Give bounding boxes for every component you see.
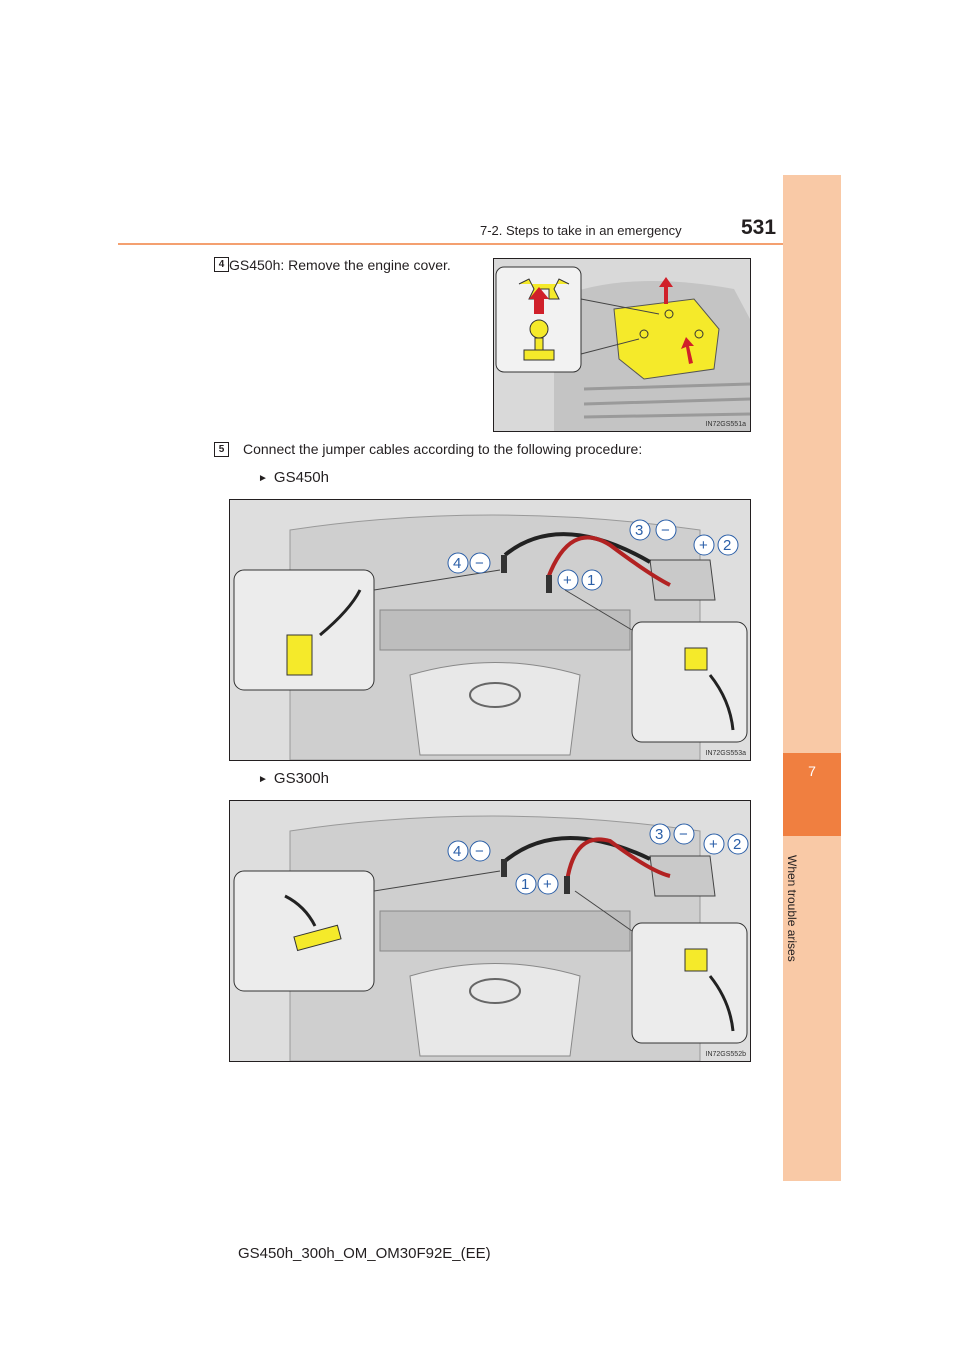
header-divider [118,243,783,245]
label-1: 1 [587,572,595,589]
plus-symbol-icon: + [699,537,708,554]
chapter-title: When trouble arises [785,855,799,985]
engine-cover-illustration [494,259,750,431]
step-number-5: 5 [214,442,229,457]
figure-code: IN72GS552b [705,1051,746,1058]
step-number-4: 4 [214,257,229,272]
gs300h-jumper-figure: 3 − + 2 4 − 1 + IN72GS552b [229,800,751,1062]
document-code: GS450h_300h_OM_OM30F92E_(EE) [238,1245,491,1262]
plus-symbol-icon: + [543,876,552,893]
minus-symbol-icon: − [475,843,484,860]
variant-gs300h-text: GS300h [273,770,329,787]
label-4: 4 [453,555,461,572]
label-4: 4 [453,843,461,860]
minus-symbol-icon: − [661,522,670,539]
label-2: 2 [723,537,731,554]
figure-code: IN72GS553a [705,750,746,757]
minus-symbol-icon: − [475,555,484,572]
bullet-arrow-icon: ► [258,774,268,785]
step-5-text: Connect the jumper cables according to t… [243,441,643,457]
engine-cover-figure: IN72GS551a [493,258,751,432]
chapter-title-text: When trouble arises [785,855,799,962]
gs450h-jumper-figure: 3 − + 2 4 − + 1 IN72GS553a [229,499,751,761]
section-title: 7-2. Steps to take in an emergency [480,223,682,238]
plus-symbol-icon: + [709,836,718,853]
plus-symbol-icon: + [563,572,572,589]
variant-gs450h-label: ► GS450h [258,469,329,486]
label-2: 2 [733,836,741,853]
chapter-number-box [783,753,841,836]
gs300h-jumper-illustration: 3 − + 2 4 − 1 + [230,801,750,1061]
variant-gs450h-text: GS450h [273,469,329,486]
label-3: 3 [635,522,643,539]
bullet-arrow-icon: ► [258,473,268,484]
figure-code: IN72GS551a [705,421,746,428]
chapter-side-tab [783,175,841,1181]
minus-symbol-icon: − [679,826,688,843]
label-3: 3 [655,826,663,843]
label-1: 1 [521,876,529,893]
page-number: 531 [741,216,777,239]
gs450h-jumper-illustration: 3 − + 2 4 − + 1 [230,500,750,760]
variant-gs300h-label: ► GS300h [258,770,329,787]
chapter-number: 7 [808,763,816,779]
step-4-text: GS450h: Remove the engine cover. [229,257,451,273]
